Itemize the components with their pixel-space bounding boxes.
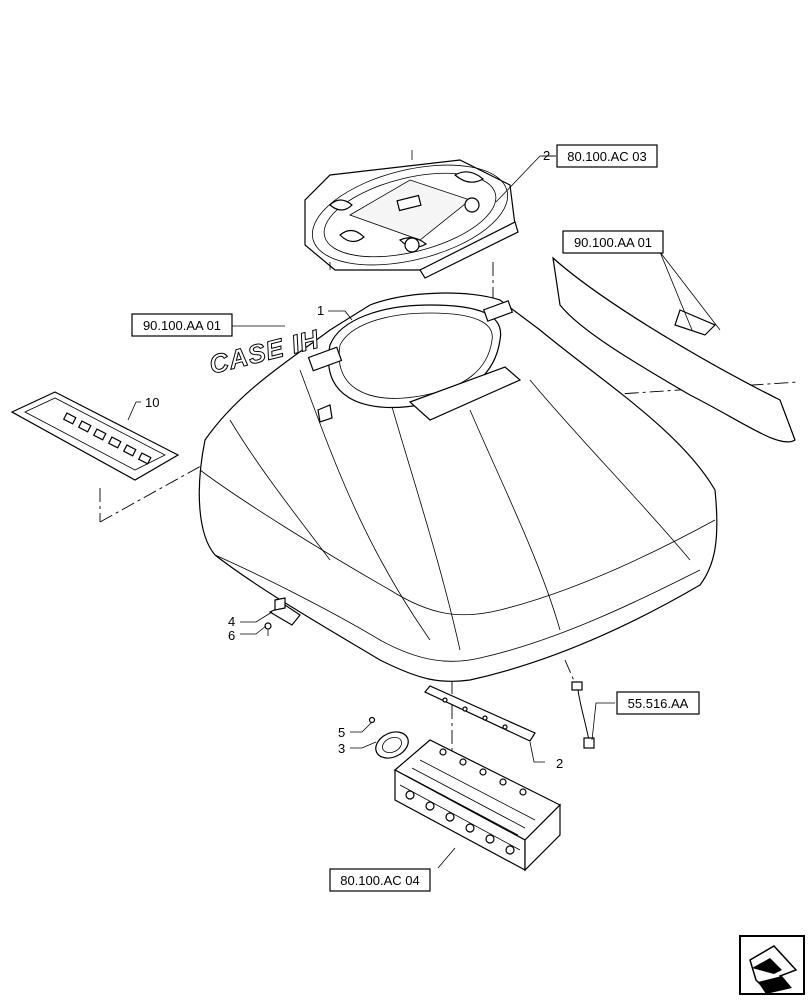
reference-box-top-hatch: 80.100.AC 03 (556, 144, 658, 168)
flange-assembly (368, 716, 409, 759)
bottom-assembly (393, 739, 562, 872)
callout-cover: 1 (317, 303, 324, 318)
callout-bracket: 4 (228, 614, 235, 629)
callout-flange: 3 (338, 741, 345, 756)
callout-screw-left: 6 (228, 628, 235, 643)
reference-box-hose: 55.516.AA (616, 691, 700, 715)
page-navigation-arrow-icon[interactable] (739, 935, 805, 995)
callout-screw-bottom: 5 (338, 725, 345, 740)
hose-fitting (571, 681, 595, 749)
leader-lines (127, 155, 661, 763)
reference-hose: 55.516.AA (628, 696, 689, 711)
reference-box-side-panel: 90.100.AA 01 (562, 230, 664, 254)
main-cover (198, 292, 718, 682)
panel-ten (10, 391, 180, 481)
reference-bottom-assembly: 80.100.AC 04 (340, 873, 420, 888)
callout-panel: 10 (145, 395, 159, 410)
reference-box-bottom-assembly: 80.100.AC 04 (329, 868, 431, 892)
callout-hatch: 2 (543, 148, 550, 163)
reference-box-logo: 90.100.AA 01 (131, 313, 233, 337)
top-hatch-assembly (304, 150, 519, 279)
mounting-strip (424, 685, 536, 742)
callout-strip: 2 (556, 756, 563, 771)
reference-side-panel: 90.100.AA 01 (574, 235, 652, 250)
bracket-assembly (264, 597, 301, 636)
callouts: 2 1 10 4 6 5 3 2 (145, 148, 563, 771)
reference-top-hatch: 80.100.AC 03 (567, 149, 647, 164)
side-panel (552, 251, 796, 443)
reference-logo: 90.100.AA 01 (143, 318, 221, 333)
